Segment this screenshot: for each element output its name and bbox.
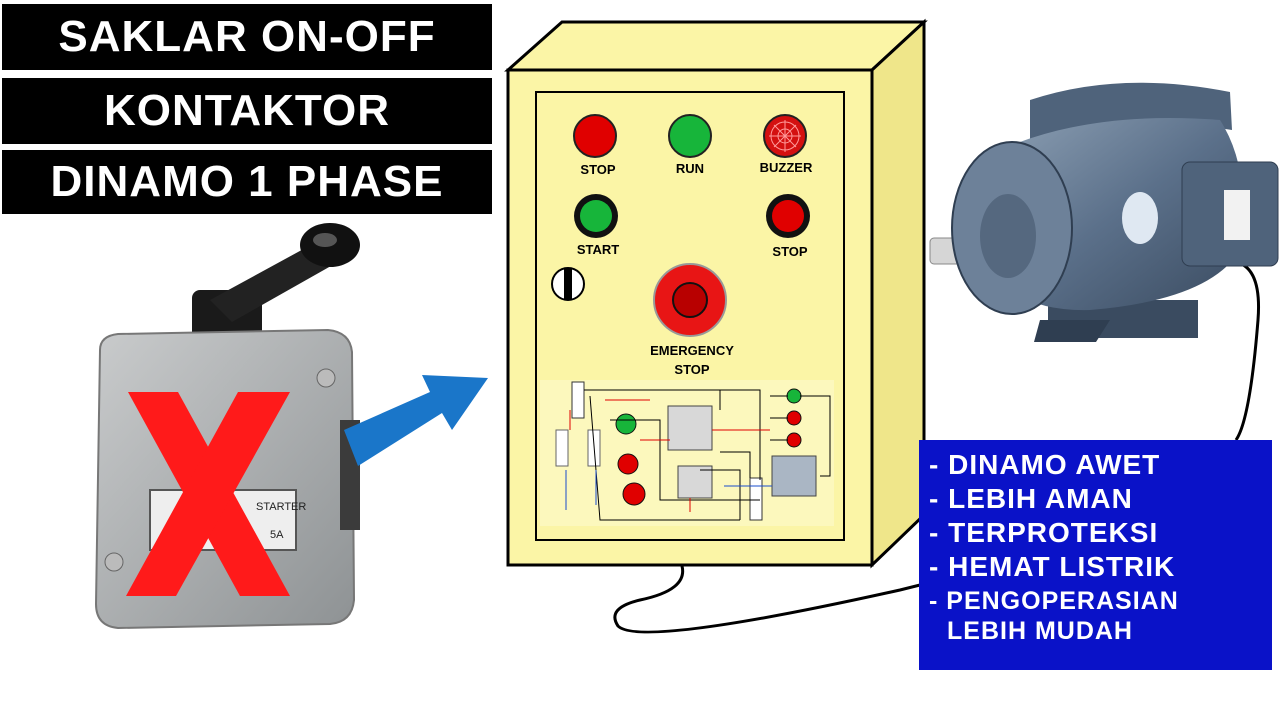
- label-buzzer: BUZZER: [760, 160, 813, 175]
- label-stop-button: STOP: [772, 244, 807, 259]
- control-panel: STOP RUN BUZZER START STOP EMERGENCY STO…: [504, 18, 928, 569]
- motor-image: [929, 82, 1279, 342]
- wiring-diagram: [540, 380, 834, 526]
- benefit-item: - PENGOPERASIAN: [929, 587, 1179, 615]
- benefit-item: - TERPROTEKSI: [929, 517, 1159, 548]
- label-emergency: EMERGENCY: [650, 343, 734, 358]
- label-start-button: START: [577, 242, 619, 257]
- selector-switch-icon[interactable]: [551, 267, 585, 301]
- benefit-item: - HEMAT LISTRIK: [929, 551, 1176, 582]
- plate-text-3: 5A: [270, 529, 284, 541]
- stop-button[interactable]: [772, 200, 804, 232]
- benefits-box: - DINAMO AWET - LEBIH AMAN - TERPROTEKSI…: [919, 440, 1272, 670]
- label-emergency-stop: STOP: [674, 362, 709, 377]
- run-indicator-light: [668, 114, 712, 158]
- benefit-item-continuation: LEBIH MUDAH: [947, 617, 1133, 645]
- benefit-item: - DINAMO AWET: [929, 449, 1161, 480]
- stop-indicator-light: [573, 114, 617, 158]
- title-saklar: SAKLAR ON-OFF: [2, 4, 492, 70]
- benefit-item: - LEBIH AMAN: [929, 483, 1133, 514]
- label-run-indicator: RUN: [676, 161, 704, 176]
- buzzer-icon: [763, 114, 807, 158]
- red-cross-icon: [126, 392, 290, 596]
- start-button[interactable]: [580, 200, 612, 232]
- title-kontaktor: KONTAKTOR: [2, 78, 492, 144]
- arrow-right-icon: [344, 375, 488, 466]
- title-dinamo: DINAMO 1 PHASE: [2, 150, 492, 214]
- label-stop-indicator: STOP: [580, 162, 615, 177]
- plate-text-1: STARTER: [256, 501, 306, 513]
